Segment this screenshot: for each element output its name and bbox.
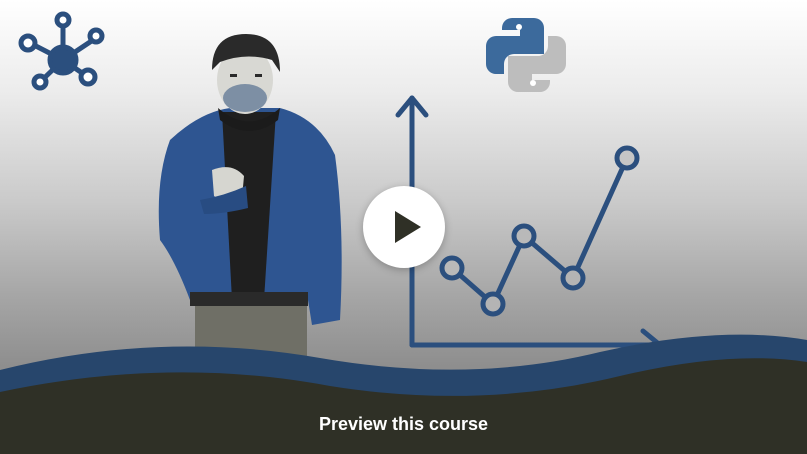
network-hub-icon	[18, 11, 105, 91]
person-illustration	[158, 34, 342, 380]
preview-caption[interactable]: Preview this course	[318, 414, 489, 434]
play-icon	[395, 211, 421, 243]
play-button[interactable]	[363, 186, 445, 268]
wave-dark	[0, 358, 807, 454]
python-logo-icon	[486, 18, 566, 92]
